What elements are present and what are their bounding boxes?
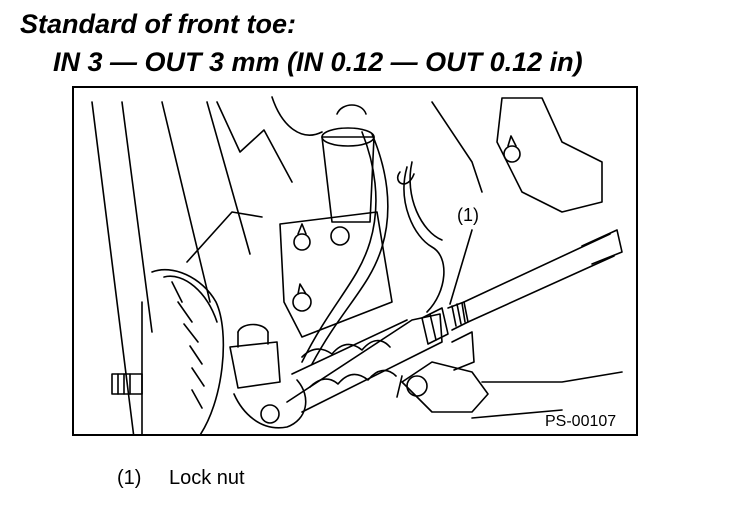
- legend-number: (1): [117, 467, 142, 489]
- figure-legend: (1) Lock nut: [117, 467, 245, 489]
- tie-rod-illustration: [72, 86, 638, 436]
- lock-nut-callout: (1): [457, 205, 479, 225]
- spec-value: IN 3 — OUT 3 mm (IN 0.12 — OUT 0.12 in): [53, 47, 583, 77]
- legend-label: Lock nut: [169, 467, 245, 489]
- tie-rod-drawing: [91, 96, 623, 434]
- figure-code: PS-00107: [545, 413, 617, 430]
- spec-title: Standard of front toe:: [20, 9, 296, 39]
